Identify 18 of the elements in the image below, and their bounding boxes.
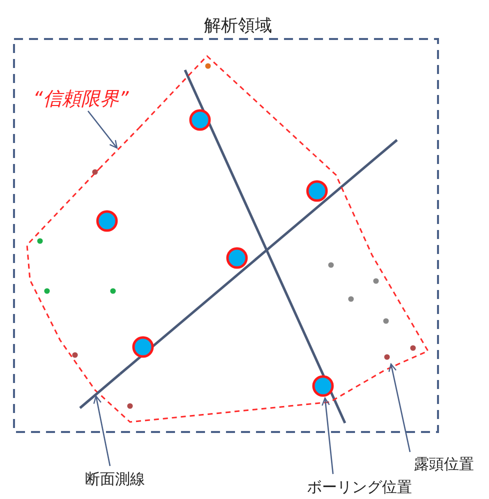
section-line-end <box>79 373 121 409</box>
outcrop-dot <box>384 354 390 360</box>
leader-arrow <box>388 363 411 452</box>
leader-arrow <box>93 395 111 466</box>
boundary-label: “信頼限界” <box>33 87 129 112</box>
region-title: 解析領域 <box>204 15 272 37</box>
borehole-marker <box>226 247 248 269</box>
callout-label: 断面測線 <box>85 470 145 489</box>
borehole-marker <box>132 336 154 358</box>
leader-arrow <box>322 397 334 474</box>
borehole-marker <box>96 210 118 232</box>
callout-label: ボーリング位置 <box>307 478 412 497</box>
leader-arrow <box>87 110 118 149</box>
borehole-marker <box>189 109 211 131</box>
borehole-marker <box>312 375 334 397</box>
borehole-marker <box>306 180 328 202</box>
boundary-segment <box>98 127 140 170</box>
callout-label: 露頭位置 <box>414 455 474 474</box>
